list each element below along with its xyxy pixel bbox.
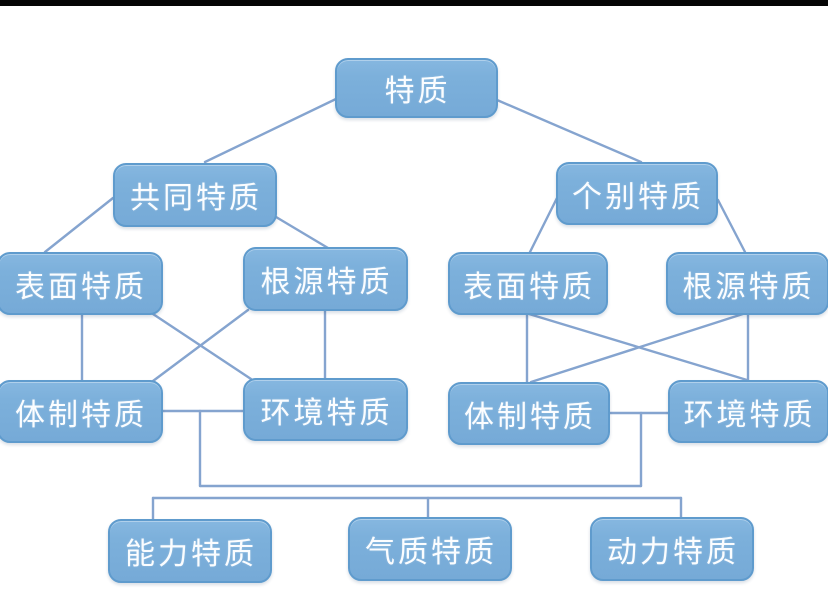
node-label: 表面特质 <box>15 270 147 304</box>
node-label: 表面特质 <box>463 270 595 304</box>
node-label: 气质特质 <box>365 536 497 569</box>
connector-line <box>151 308 250 383</box>
node-label: 体制特质 <box>464 400 596 434</box>
node-temperament-trait: 气质特质 <box>348 517 512 581</box>
node-individual-trait: 个别特质 <box>556 162 718 225</box>
letterbox-bar <box>0 0 828 6</box>
connector-line <box>495 98 643 164</box>
connector-line <box>269 212 330 250</box>
connector-line <box>203 96 340 164</box>
node-label: 个别特质 <box>572 180 704 214</box>
node-label: 能力特质 <box>125 538 257 571</box>
node-label: 环境特质 <box>260 396 393 430</box>
node-surface-trait-left: 表面特质 <box>0 252 163 315</box>
node-surface-trait-right: 表面特质 <box>448 252 608 315</box>
node-constitutional-trait-left: 体制特质 <box>0 380 163 443</box>
node-label: 根源特质 <box>260 266 393 299</box>
connector-line <box>527 312 749 382</box>
connector-line <box>529 311 748 384</box>
connector-line <box>716 198 747 254</box>
node-ability-trait: 能力特质 <box>108 519 272 583</box>
connector-line <box>43 196 115 254</box>
node-label: 体制特质 <box>15 398 147 432</box>
node-label: 根源特质 <box>682 270 815 304</box>
node-environmental-trait-left: 环境特质 <box>243 378 408 441</box>
connector-line <box>151 312 253 381</box>
node-label: 共同特质 <box>130 182 262 215</box>
connector-line <box>528 196 559 254</box>
node-dynamic-trait: 动力特质 <box>590 517 754 581</box>
node-label: 环境特质 <box>683 398 816 432</box>
node-constitutional-trait-right: 体制特质 <box>448 382 610 445</box>
node-common-trait: 共同特质 <box>113 163 277 227</box>
node-source-trait-right: 根源特质 <box>666 252 828 315</box>
node-label: 动力特质 <box>607 536 739 569</box>
node-trait: 特质 <box>335 58 498 118</box>
node-environmental-trait-right: 环境特质 <box>668 380 828 443</box>
node-source-trait-left: 根源特质 <box>243 247 408 311</box>
node-label: 特质 <box>384 75 451 108</box>
